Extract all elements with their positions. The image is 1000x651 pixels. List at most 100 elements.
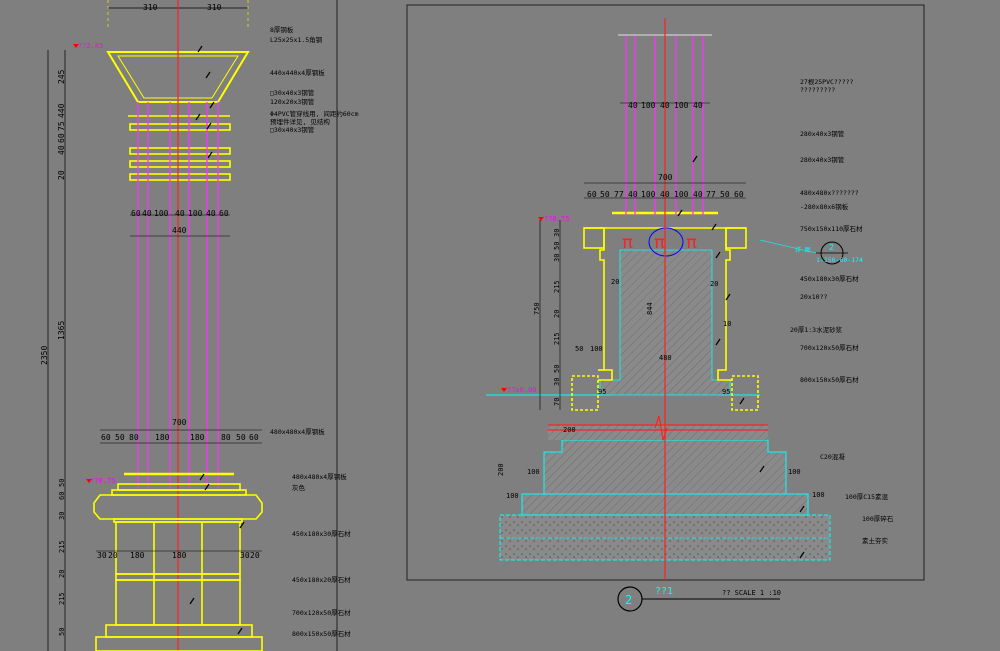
right-section: π π π 40 100 40 100 40 <box>406 4 925 612</box>
right-side-dim-2: 20 <box>710 280 718 288</box>
left-label-11: 灰色 <box>292 483 306 492</box>
right-fdim-2: 100 <box>527 468 540 476</box>
left-ldim-7: 50 <box>236 433 246 442</box>
right-vdim-1: 30 <box>553 229 561 237</box>
right-side-dim-3: 10 <box>723 320 731 328</box>
left-label-13: 450x180x20厚石材 <box>292 575 351 584</box>
right-mdim-11: 60 <box>734 190 744 199</box>
left-ldim-1: 60 <box>101 433 111 442</box>
detail-ref-number: 2 <box>829 243 834 252</box>
right-side-dim-6: 95 <box>598 388 606 396</box>
right-vdim-6: 215 <box>553 332 561 345</box>
left-vdim-215b: 215 <box>58 592 66 605</box>
left-udim-5: 100 <box>188 209 203 218</box>
right-fdim-3: 100 <box>788 468 801 476</box>
left-label-4: □30x40x3钢管 <box>270 88 315 97</box>
left-udim-1: 60 <box>131 209 141 218</box>
right-label-16: 素土夯实 <box>862 536 889 545</box>
right-level-2: ??±0.00 <box>507 386 537 394</box>
section-pipes <box>625 35 704 215</box>
right-label-15: 100厚碎石 <box>862 514 894 523</box>
right-mid-total: 700 <box>658 173 673 182</box>
left-label-9: 480x480x4厚钢板 <box>270 427 325 436</box>
right-tdim-4: 100 <box>674 101 689 110</box>
right-label-5: 480x480x??????? <box>800 189 859 197</box>
right-mdim-10: 50 <box>720 190 730 199</box>
right-mdim-3: 77 <box>614 190 624 199</box>
left-label-7: 预埋件详见, 见结构 <box>270 117 330 126</box>
right-tdim-5: 40 <box>693 101 703 110</box>
right-fdim-4: 200 <box>497 463 505 476</box>
right-vdim-8: 30 <box>553 378 561 386</box>
right-mdim-1: 60 <box>587 190 597 199</box>
left-elevation: 310 310 ??2.85 ??0.75 245 440 75 60 40 2… <box>40 0 359 651</box>
left-vdim-245: 245 <box>57 69 66 84</box>
right-tdim-1: 40 <box>628 101 638 110</box>
left-label-10: 480x480x4厚钢板 <box>292 472 347 481</box>
right-label-1: 27根25PVC????? <box>800 77 854 86</box>
right-mdim-9: 77 <box>706 190 716 199</box>
right-label-13: C20混凝 <box>820 452 845 461</box>
left-label-1: 8厚钢板 <box>270 25 294 34</box>
left-vdim-40: 40 <box>57 145 66 155</box>
left-vdim-1365: 1365 <box>57 321 66 340</box>
left-ldim-4: 180 <box>155 433 170 442</box>
left-vdim-50: 50 <box>58 628 66 636</box>
left-level-top: ??2.85 <box>78 42 103 50</box>
right-label-9: 20x10?? <box>800 293 827 301</box>
left-vdim-440: 440 <box>57 103 66 118</box>
right-label-6: -280x80x6钢板 <box>800 202 849 211</box>
right-vdim-4: 215 <box>553 280 561 293</box>
left-ldim-2: 50 <box>115 433 125 442</box>
left-udim-2: 40 <box>142 209 152 218</box>
right-mdim-8: 40 <box>693 190 703 199</box>
left-udim-4: 40 <box>175 209 185 218</box>
left-vdim-base-1: 50 <box>58 479 66 487</box>
right-mdim-4: 40 <box>628 190 638 199</box>
left-bdim-3: 180 <box>130 551 145 560</box>
right-vdim-5: 20 <box>553 310 561 318</box>
left-vdim-base-2: 60 <box>58 492 66 500</box>
left-bdim-1: 30 <box>97 551 107 560</box>
right-side-dim-7: 95 <box>722 388 730 396</box>
left-label-2: L25x25x1.5角钢 <box>270 35 323 44</box>
right-label-4: 280x40x3钢管 <box>800 155 845 164</box>
detail-circle <box>648 227 684 257</box>
right-vdim-7: 50 <box>553 365 561 373</box>
right-tdim-3: 40 <box>660 101 670 110</box>
right-vdim-3: 30 <box>553 254 561 262</box>
right-mdim-6: 40 <box>660 190 670 199</box>
right-fdim-5: 100 <box>506 492 519 500</box>
left-vdim-total: 2350 <box>40 346 49 365</box>
svg-text:π: π <box>622 232 633 253</box>
svg-text:详 图: 详 图 <box>795 246 811 254</box>
left-label-6: Φ4PVC管穿线用, 间距约60cm <box>270 109 359 118</box>
left-upper-total: 440 <box>172 226 187 235</box>
left-udim-7: 60 <box>219 209 229 218</box>
left-udim-6: 40 <box>206 209 216 218</box>
right-tdim-2: 100 <box>641 101 656 110</box>
left-label-8: □30x40x3钢管 <box>270 125 315 134</box>
right-mdim-5: 100 <box>641 190 656 199</box>
left-lower-total: 700 <box>172 418 187 427</box>
right-mdim-7: 100 <box>674 190 689 199</box>
right-outer-height: 750 <box>533 302 541 315</box>
left-ldim-8: 60 <box>249 433 259 442</box>
left-vdim-75: 75 <box>57 121 66 131</box>
right-label-2: ????????? <box>800 86 835 94</box>
left-label-14: 700x120x50厚石材 <box>292 608 351 617</box>
left-label-5: 120x20x3钢管 <box>270 97 315 106</box>
lamp-pipes <box>137 102 219 488</box>
left-top-dim-1: 310 <box>143 3 158 12</box>
left-ldim-5: 180 <box>190 433 205 442</box>
right-inner-height: 844 <box>646 302 654 315</box>
left-level-mid: ??0.75 <box>90 477 115 485</box>
left-udim-3: 100 <box>154 209 169 218</box>
right-vdim-2: 50 <box>553 242 561 250</box>
right-label-8: 450x180x30厚石材 <box>800 274 859 283</box>
left-label-12: 450x180x30厚石材 <box>292 529 351 538</box>
right-fdim-6: 100 <box>812 491 825 499</box>
right-side-dim-4: 50 <box>575 345 583 353</box>
right-side-dim-5: 100 <box>590 345 603 353</box>
left-ldim-6: 80 <box>221 433 231 442</box>
